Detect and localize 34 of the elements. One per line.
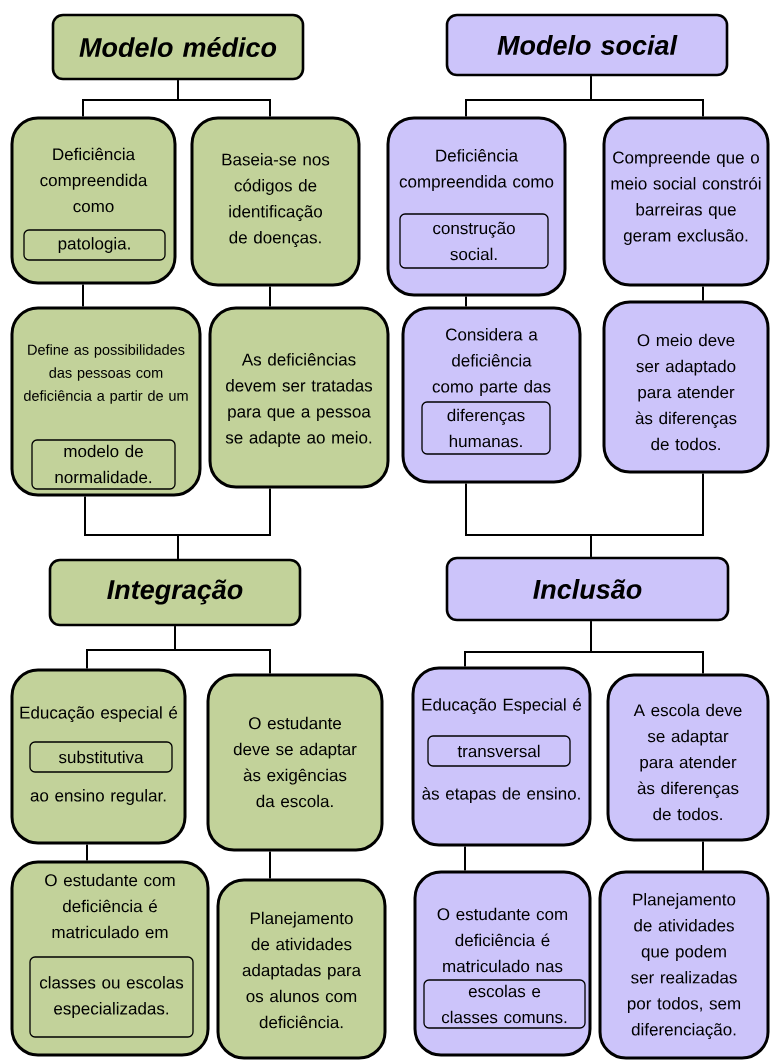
concept-box: As deficiências devem ser tratadas para que a pessoa se adapte ao meio. (208, 306, 390, 489)
highlight-frame: diferenças humanas. (421, 401, 551, 455)
header-box: Modelo social (445, 13, 729, 77)
highlight-frame: construção social. (399, 213, 549, 269)
connector-line (590, 620, 704, 675)
connector-line (82, 283, 84, 308)
header-box: Inclusão (445, 556, 730, 622)
header-box: Modelo médico (51, 13, 305, 81)
connector-line (702, 840, 704, 872)
highlight-frame: escolas e classes comuns. (423, 979, 586, 1029)
concept-box: Planejamento de atividades adaptadas para os alunos com deficiência. (216, 878, 387, 1060)
connector-line (702, 285, 704, 302)
concept-box: Planejamento de atividades que podem ser realizadas por todos, sem diferenciação. (598, 870, 770, 1060)
concept-box: Compreende que o meio social constrói barreiras que geram exclusão. (602, 116, 770, 287)
connector-line (269, 850, 271, 880)
highlight-frame: classes ou escolas especializadas. (29, 956, 194, 1038)
connector-line (269, 285, 271, 308)
highlight-frame: patologia. (23, 229, 166, 261)
header-box: Integração (48, 558, 302, 627)
concept-box: O estudante deve se adaptar às exigências da escola. (206, 673, 384, 852)
highlight-frame: substitutiva (29, 741, 173, 773)
connector-line (86, 843, 88, 862)
connector-line (590, 75, 704, 118)
connector-line (177, 487, 271, 560)
connector-line (465, 295, 467, 308)
highlight-frame: transversal (427, 735, 571, 767)
highlight-frame: modelo de normalidade. (31, 439, 176, 490)
concept-box: A escola deve se adaptar para atender às diferenças de todos. (606, 673, 770, 842)
concept-box: Baseia-se nos códigos de identificação de doenças. (190, 116, 361, 287)
connector-line (174, 625, 271, 675)
concept-box: O meio deve ser adaptado para atender às diferenças de todos. (602, 300, 770, 474)
connector-line (590, 472, 704, 558)
connector-line (177, 79, 271, 118)
connector-line (464, 845, 466, 872)
